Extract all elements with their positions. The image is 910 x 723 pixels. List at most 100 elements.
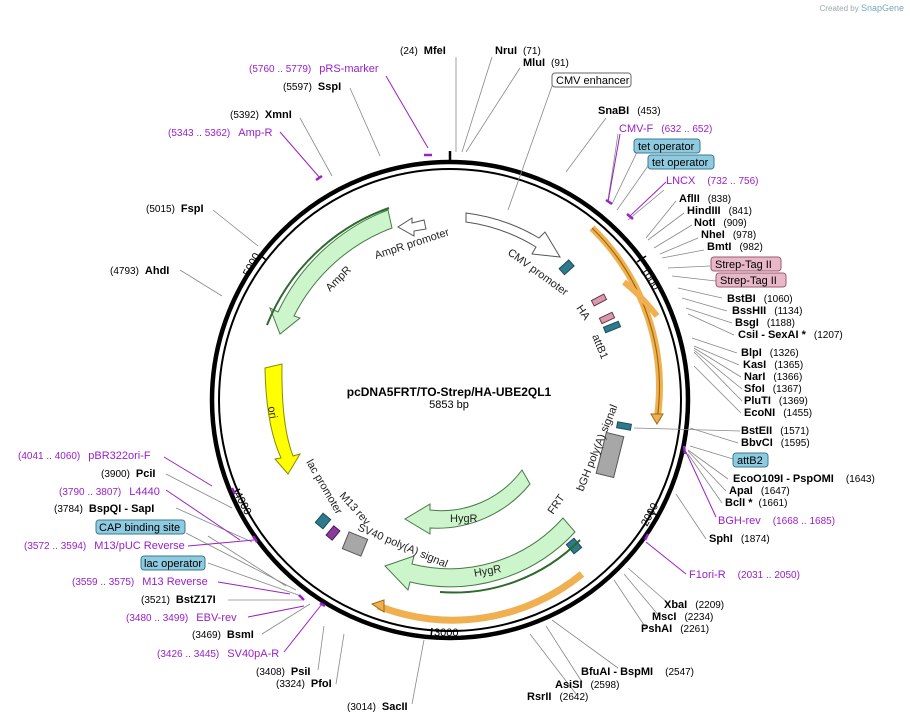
site-ApaI[interactable]: ApaI(1647) [729, 485, 790, 497]
site-EcoO109I-PspOMI[interactable]: EcoO109I - PspOMI(1643) [733, 473, 875, 485]
site-AsiSI[interactable]: AsiSI(2598) [555, 679, 619, 691]
svg-text:(3014)SacII: (3014)SacII [347, 701, 408, 713]
bgh-polya-feature[interactable]: bGH poly(A) signal [575, 403, 625, 493]
svg-text:XbaI(2209): XbaI(2209) [664, 599, 724, 611]
svg-text:(3784)BspQI - SapI: (3784)BspQI - SapI [54, 503, 154, 515]
svg-text:attB2: attB2 [737, 455, 763, 467]
primer-BGH-rev[interactable]: BGH-rev(1668 .. 1685) [718, 515, 835, 527]
svg-text:(3559 .. 3575)M13 Reverse: (3559 .. 3575)M13 Reverse [72, 576, 208, 588]
site-PfoI[interactable]: (3324)PfoI [276, 678, 332, 690]
site-BstZ17I[interactable]: (3521)BstZ17I [141, 594, 216, 606]
site-HindIII[interactable]: HindIII(841) [687, 205, 752, 217]
site-BclI[interactable]: BclI *(1661) [725, 497, 787, 509]
site-KasI[interactable]: KasI(1365) [743, 359, 803, 371]
site-NotI[interactable]: NotI(909) [694, 217, 747, 229]
ha-feature[interactable]: HA [574, 293, 616, 325]
site-XmnI[interactable]: (5392)XmnI [230, 109, 292, 121]
svg-text:BclI *(1661): BclI *(1661) [725, 497, 787, 509]
site-BspQI-SapI[interactable]: (3784)BspQI - SapI [54, 503, 154, 515]
site-FspI[interactable]: (5015)FspI [146, 203, 204, 215]
site-BlpI[interactable]: BlpI(1326) [741, 347, 799, 359]
svg-text:(3408)PsiI: (3408)PsiI [256, 666, 310, 678]
primer-L4440[interactable]: (3790 .. 3807)L4440 [59, 486, 160, 498]
site-BmtI[interactable]: BmtI(982) [707, 241, 763, 253]
svg-text:NheI(978): NheI(978) [701, 229, 756, 241]
primer-M13-Reverse[interactable]: (3559 .. 3575)M13 Reverse [72, 576, 208, 588]
site-SphI[interactable]: SphI(1874) [709, 533, 770, 545]
boxed-strep-tag-1[interactable]: Strep-Tag II [710, 256, 782, 272]
site-MscI[interactable]: MscI(2234) [652, 611, 713, 623]
primer-Amp-R[interactable]: (5343 .. 5362)Amp-R [168, 127, 273, 139]
svg-text:ApaI(1647): ApaI(1647) [729, 485, 790, 497]
site-BstEII[interactable]: BstEII(1571) [741, 425, 809, 437]
boxed-cap-binding-site[interactable]: CAP binding site [95, 519, 186, 535]
primer-LNCX[interactable]: LNCX(732 .. 756) [666, 175, 759, 187]
svg-text:(3521)BstZ17I: (3521)BstZ17I [141, 594, 216, 606]
primer-pBR322ori-F[interactable]: (4041 .. 4060)pBR322ori-F [18, 450, 151, 462]
svg-text:tet operator: tet operator [638, 141, 695, 153]
svg-text:(3324)PfoI: (3324)PfoI [276, 678, 332, 690]
orf-inner-segment[interactable] [622, 279, 660, 318]
svg-text:PluTI(1369): PluTI(1369) [744, 395, 808, 407]
site-SfoI[interactable]: SfoI(1367) [744, 383, 802, 395]
primer-M13-pUC-Reverse[interactable]: (3572 .. 3594)M13/pUC Reverse [24, 540, 185, 552]
svg-text:NruI(71): NruI(71) [495, 45, 541, 57]
primer-SV40pA-R[interactable]: (3426 .. 3445)SV40pA-R [157, 648, 279, 660]
site-SacII[interactable]: (3014)SacII [347, 701, 408, 713]
svg-text:(3480 .. 3499)EBV-rev: (3480 .. 3499)EBV-rev [126, 612, 237, 624]
site-PshAI[interactable]: PshAI(2261) [641, 623, 709, 635]
site-BsmI[interactable]: (3469)BsmI [192, 629, 254, 641]
site-BssHII[interactable]: BssHII(1134) [732, 305, 802, 317]
site-BstBI[interactable]: BstBI(1060) [727, 293, 793, 305]
site-CsiI-SexAI[interactable]: CsiI - SexAI *(1207) [738, 329, 843, 341]
site-SnaBI[interactable]: SnaBI(453) [598, 105, 661, 117]
cmv-promoter-feature[interactable]: CMV promoter [465, 212, 570, 299]
site-NheI[interactable]: NheI(978) [701, 229, 756, 241]
hygr-outer-label: HygR [473, 563, 502, 580]
site-PsiI[interactable]: (3408)PsiI [256, 666, 310, 678]
ha-label: HA [574, 303, 593, 323]
orange-lower-arrowhead [370, 599, 385, 613]
attb1-feature[interactable]: attB1 [589, 320, 622, 361]
boxed-cmv-enhancer[interactable]: CMV enhancer [551, 72, 632, 88]
site-BfuAI-BspMI[interactable]: BfuAI - BspMI(2547) [581, 666, 694, 678]
boxed-strep-tag-2[interactable]: Strep-Tag II [715, 272, 787, 288]
site-AhdI[interactable]: (4793)AhdI [110, 265, 169, 277]
site-NruI[interactable]: NruI(71) [495, 45, 541, 57]
site-RsrII[interactable]: RsrII(2642) [527, 691, 588, 703]
site-PluTI[interactable]: PluTI(1369) [744, 395, 808, 407]
boxed-lac-operator[interactable]: lac operator [140, 555, 206, 571]
primer-EBV-rev[interactable]: (3480 .. 3499)EBV-rev [126, 612, 237, 624]
ori-feature[interactable]: ori [264, 363, 302, 475]
primer-marks [230, 153, 687, 608]
attb1-label: attB1 [589, 333, 610, 361]
orange-lower-feature[interactable] [376, 571, 585, 624]
site-BbvCI[interactable]: BbvCI(1595) [741, 437, 810, 449]
site-XbaI[interactable]: XbaI(2209) [664, 599, 724, 611]
svg-text:BGH-rev(1668 .. 1685): BGH-rev(1668 .. 1685) [718, 515, 835, 527]
boxed-tet-operator-1[interactable]: tet operator [633, 138, 701, 154]
primer-F1ori-R[interactable]: F1ori-R(2031 .. 2050) [689, 569, 800, 581]
backbone-inner [218, 168, 682, 632]
attb2-mark [616, 421, 632, 431]
primer-pRS-marker[interactable]: (5760 .. 5779)pRS-marker [249, 63, 379, 75]
primer-leader-lines [163, 75, 717, 653]
primer-CMV-F[interactable]: CMV-F(632 .. 652) [619, 123, 712, 135]
svg-text:CMV-F(632 .. 652): CMV-F(632 .. 652) [619, 123, 712, 135]
credit-prefix: Created by [819, 4, 859, 13]
site-EcoNI[interactable]: EcoNI(1455) [744, 407, 812, 419]
site-BsgI[interactable]: BsgI(1188) [735, 317, 795, 329]
svg-text:(3572 .. 3594)M13/pUC Reverse: (3572 .. 3594)M13/pUC Reverse [24, 540, 185, 552]
site-PciI[interactable]: (3900)PciI [101, 468, 155, 480]
hygr-outer-feature[interactable]: HygR [384, 517, 581, 594]
hygr-inner-feature[interactable]: HygR [404, 469, 531, 535]
boxed-attb2[interactable]: attB2 [732, 452, 769, 468]
site-MfeI[interactable]: (24)MfeI [400, 45, 446, 57]
boxed-tet-operator-2[interactable]: tet operator [647, 154, 715, 170]
lac-promoter-feature[interactable] [314, 512, 341, 541]
svg-text:tet operator: tet operator [652, 157, 709, 169]
site-AflII[interactable]: AflII(838) [679, 193, 731, 205]
site-MluI[interactable]: MluI(91) [523, 57, 569, 69]
site-NarI[interactable]: NarI(1366) [744, 371, 802, 383]
site-SspI[interactable]: (5597)SspI [283, 81, 341, 93]
